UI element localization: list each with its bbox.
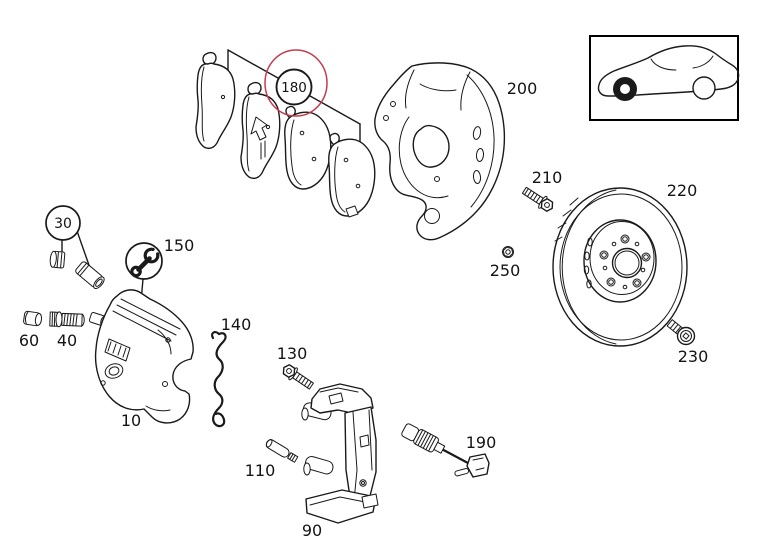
guide-bolt [49, 311, 85, 328]
vehicle-locator-box [589, 35, 740, 121]
callout-110[interactable]: 110 [245, 461, 276, 480]
guide-bushing [75, 261, 105, 290]
callout-180[interactable]: 180 [281, 80, 307, 96]
wrench-icon [130, 247, 160, 278]
callout-60[interactable]: 60 [19, 331, 39, 350]
callout-220[interactable]: 220 [667, 181, 698, 200]
pad-pin [265, 439, 299, 463]
wear-sensor [401, 423, 490, 478]
callout-210[interactable]: 210 [532, 168, 563, 187]
bleed-plug [49, 250, 66, 269]
callout-150[interactable]: 150 [164, 236, 195, 255]
pad-direction-arrow [250, 116, 268, 141]
brake-pad-set [195, 51, 376, 218]
hub-nut [502, 246, 514, 258]
callout-labels: 10 40 60 90 110 130 140 150 190 200 210 … [19, 79, 708, 540]
callout-circle-30[interactable]: 30 [45, 205, 81, 241]
carrier-bracket [301, 383, 379, 524]
cap [23, 310, 43, 327]
caliper [94, 289, 194, 424]
brake-disc [552, 187, 688, 347]
car-icon [597, 45, 740, 101]
callout-200[interactable]: 200 [507, 79, 538, 98]
callout-circle-180[interactable]: 180 [275, 68, 313, 106]
carrier-bolt [279, 361, 316, 393]
bleed-plug-bushing-group: 30 [45, 205, 105, 290]
cover-plate [374, 62, 506, 241]
callout-30[interactable]: 30 [54, 216, 72, 232]
callout-40[interactable]: 40 [57, 331, 77, 350]
highlight-ellipse [264, 49, 328, 117]
tool-circle[interactable] [125, 242, 163, 303]
callout-90[interactable]: 90 [302, 521, 322, 540]
disc-set-screw [666, 319, 696, 346]
retaining-spring [211, 331, 227, 428]
callout-140[interactable]: 140 [221, 315, 252, 334]
callout-250[interactable]: 250 [490, 261, 521, 280]
cover-plate-bolt [519, 183, 557, 215]
callout-190[interactable]: 190 [466, 433, 497, 452]
callout-230[interactable]: 230 [678, 347, 709, 366]
front-wheel-marker [613, 77, 637, 101]
rear-wheel [692, 76, 716, 100]
callout-10[interactable]: 10 [121, 411, 141, 430]
callout-130[interactable]: 130 [277, 344, 308, 363]
